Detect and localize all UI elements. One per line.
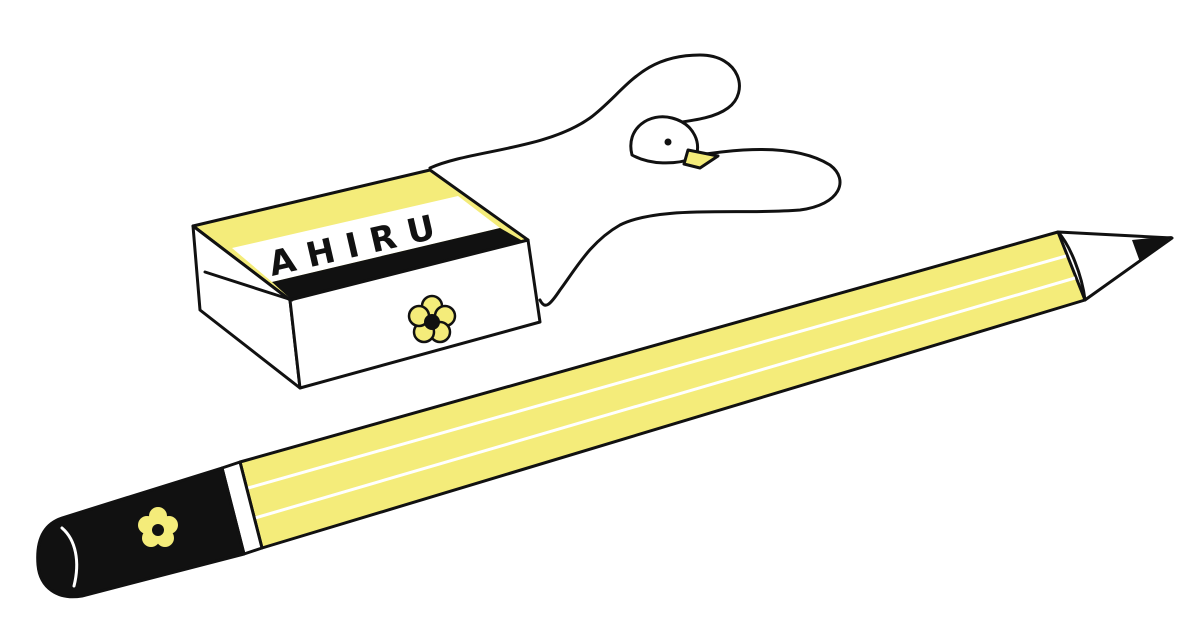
flower-icon: [138, 507, 178, 547]
sleeve-label-area: [232, 196, 500, 282]
pencil-facet-line: [254, 276, 1076, 520]
flower-icon: [407, 294, 457, 344]
sleeve-black-band: [272, 228, 528, 302]
pencil: [36, 230, 1174, 599]
duck-eye: [664, 138, 672, 146]
eraser-sleeve: AHIRU: [191, 168, 542, 390]
sleeve-inner-edge: [203, 270, 294, 302]
duck-head: [629, 115, 700, 165]
duck-eraser: [428, 53, 842, 307]
pencil-lead-tip: [1132, 236, 1172, 262]
pencil-cap-highlight: [60, 526, 79, 588]
pencil-facet-line: [247, 254, 1067, 490]
pencil-end-cap: [36, 466, 246, 599]
duck-beak-icon: [682, 148, 720, 170]
